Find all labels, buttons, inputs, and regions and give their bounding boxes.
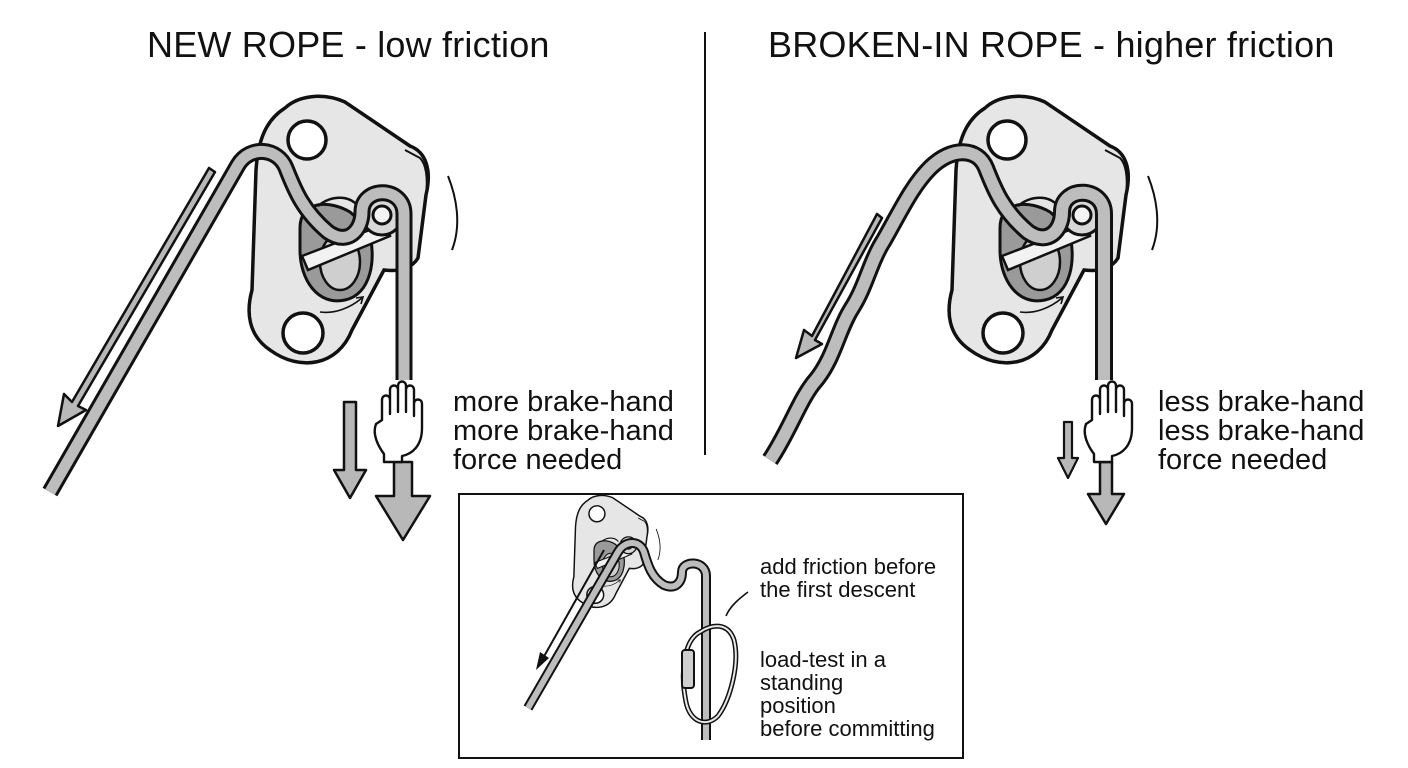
arrow-down-icon (374, 460, 432, 542)
inset-note-line: the first descent (760, 577, 916, 602)
rope-icon (762, 143, 1113, 465)
right-panel-graphic (762, 94, 1159, 526)
left-brake-label-line: force needed (453, 444, 623, 476)
right-brake-label-line: force needed (1158, 444, 1328, 476)
arrow-down-icon (332, 400, 368, 500)
inset-note-line: add friction before (760, 554, 937, 579)
inset-note-line: position (760, 693, 836, 718)
left-brake-label-line: more brake-hand (453, 415, 674, 447)
right-panel-title: BROKEN-IN ROPE - higher friction (768, 24, 1335, 65)
hand-icon (373, 380, 424, 464)
arrow-down-icon (1056, 420, 1080, 480)
arrow-down-icon (1086, 460, 1126, 526)
left-brake-label-line: more brake-hand (453, 386, 674, 418)
rope-icon (523, 538, 711, 740)
left-panel-title: NEW ROPE - low friction (147, 24, 550, 65)
inset-note-line: before committing (760, 716, 935, 741)
inset-panel (458, 493, 964, 759)
left-brake-label: more brake-hand more brake-hand force ne… (453, 388, 674, 475)
rope-icon (42, 142, 413, 497)
arrow-down-icon (794, 212, 884, 360)
carabiner-icon (680, 623, 739, 725)
arrow-down-icon (56, 166, 217, 428)
right-brake-label-line: less brake-hand (1158, 386, 1365, 418)
left-panel-graphic (42, 94, 459, 542)
hand-icon (1083, 380, 1134, 464)
arrow-down-icon (536, 549, 605, 670)
inset-note-friction: add friction before the first descent (760, 555, 936, 601)
right-brake-label-line: less brake-hand (1158, 415, 1365, 447)
inset-note-line: load-test in a (760, 647, 886, 672)
right-brake-label: less brake-hand less brake-hand force ne… (1158, 388, 1364, 475)
inset-note-line: standing (760, 670, 844, 695)
inset-note-load-test: load-test in a standing position before … (760, 648, 935, 740)
